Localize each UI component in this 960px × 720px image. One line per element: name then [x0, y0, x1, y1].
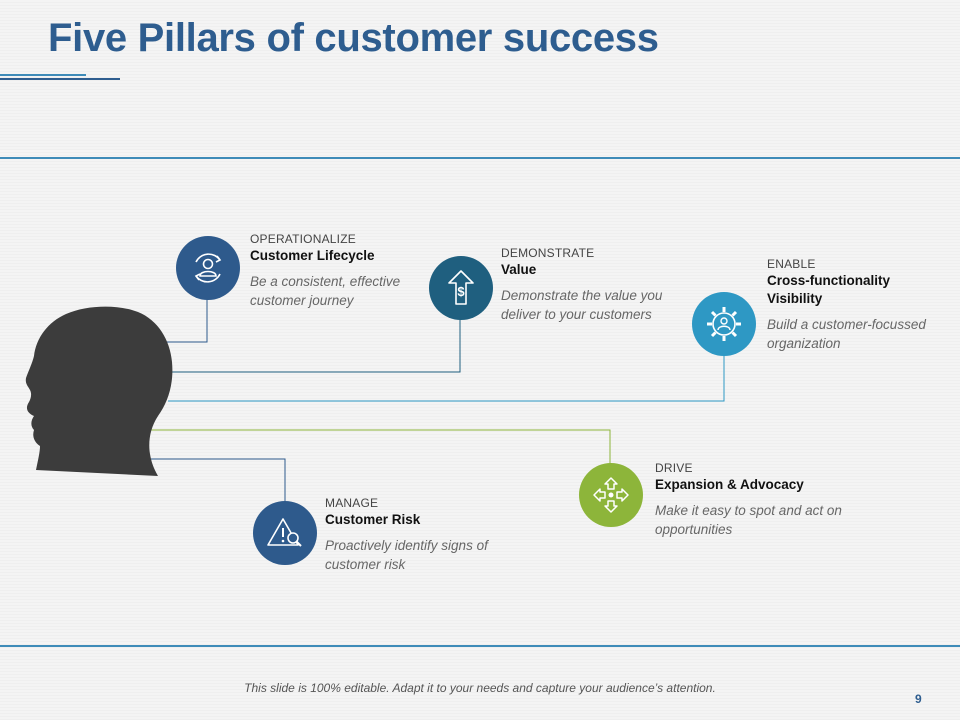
dollar-arrow-glyph: $: [448, 270, 474, 305]
pillar-category: MANAGE: [325, 496, 379, 510]
pillar-value: DEMONSTRATE Value Demonstrate the value …: [501, 245, 701, 324]
pillar-category: DRIVE: [655, 461, 693, 475]
pillar-title: Customer Lifecycle: [250, 248, 375, 263]
connector-lifecycle: [165, 298, 208, 343]
customer-lifecycle-icon: [176, 236, 240, 300]
four-arrows-glyph: [593, 477, 629, 513]
pillar-description: Be a consistent, effective customer jour…: [250, 274, 401, 308]
connector-value: [168, 318, 461, 373]
pillar-category: DEMONSTRATE: [501, 246, 595, 260]
pillar-customer-risk: MANAGE Customer Risk Proactively identif…: [325, 495, 525, 574]
pillar-title: Expansion & Advocacy: [655, 477, 804, 492]
connector-expansion: [142, 429, 611, 466]
bottom-divider: [0, 645, 960, 647]
pillar-description: Demonstrate the value you deliver to you…: [501, 288, 663, 322]
pillar-title: Cross-functionality Visibility: [767, 273, 891, 306]
pillar-cross-functionality: ENABLE Cross-functionality Visibility Bu…: [767, 256, 937, 353]
pillar-description: Make it easy to spot and act on opportun…: [655, 503, 842, 537]
footer-note: This slide is 100% editable. Adapt it to…: [244, 681, 716, 695]
pillar-description: Proactively identify signs of customer r…: [325, 538, 488, 572]
slide-title: Five Pillars of customer success: [48, 16, 659, 60]
dollar-arrow-up-icon: $: [429, 256, 493, 320]
warning-magnifier-glyph: [267, 518, 302, 547]
pillar-category: OPERATIONALIZE: [250, 232, 356, 246]
svg-text:$: $: [457, 284, 465, 299]
top-divider: [0, 157, 960, 159]
connector-visibility: [168, 354, 725, 402]
head-silhouette: [25, 306, 173, 476]
pillar-title: Customer Risk: [325, 512, 421, 527]
pillar-customer-lifecycle: OPERATIONALIZE Customer Lifecycle Be a c…: [250, 231, 450, 310]
gear-people-icon: [692, 292, 756, 356]
person-cycle-glyph: [194, 253, 222, 283]
pillar-title: Value: [501, 262, 537, 277]
pillar-description: Build a customer-focussed organization: [767, 317, 926, 351]
expand-arrows-icon: [579, 463, 643, 527]
pillar-category: ENABLE: [767, 257, 816, 271]
risk-search-icon: [253, 501, 317, 565]
pillar-expansion-advocacy: DRIVE Expansion & Advocacy Make it easy …: [655, 460, 855, 539]
title-underline: [0, 74, 86, 76]
title-underline-accent: [0, 78, 120, 80]
gear-glyph: [707, 307, 741, 341]
page-number: 9: [915, 692, 922, 706]
connector-risk: [150, 458, 286, 502]
